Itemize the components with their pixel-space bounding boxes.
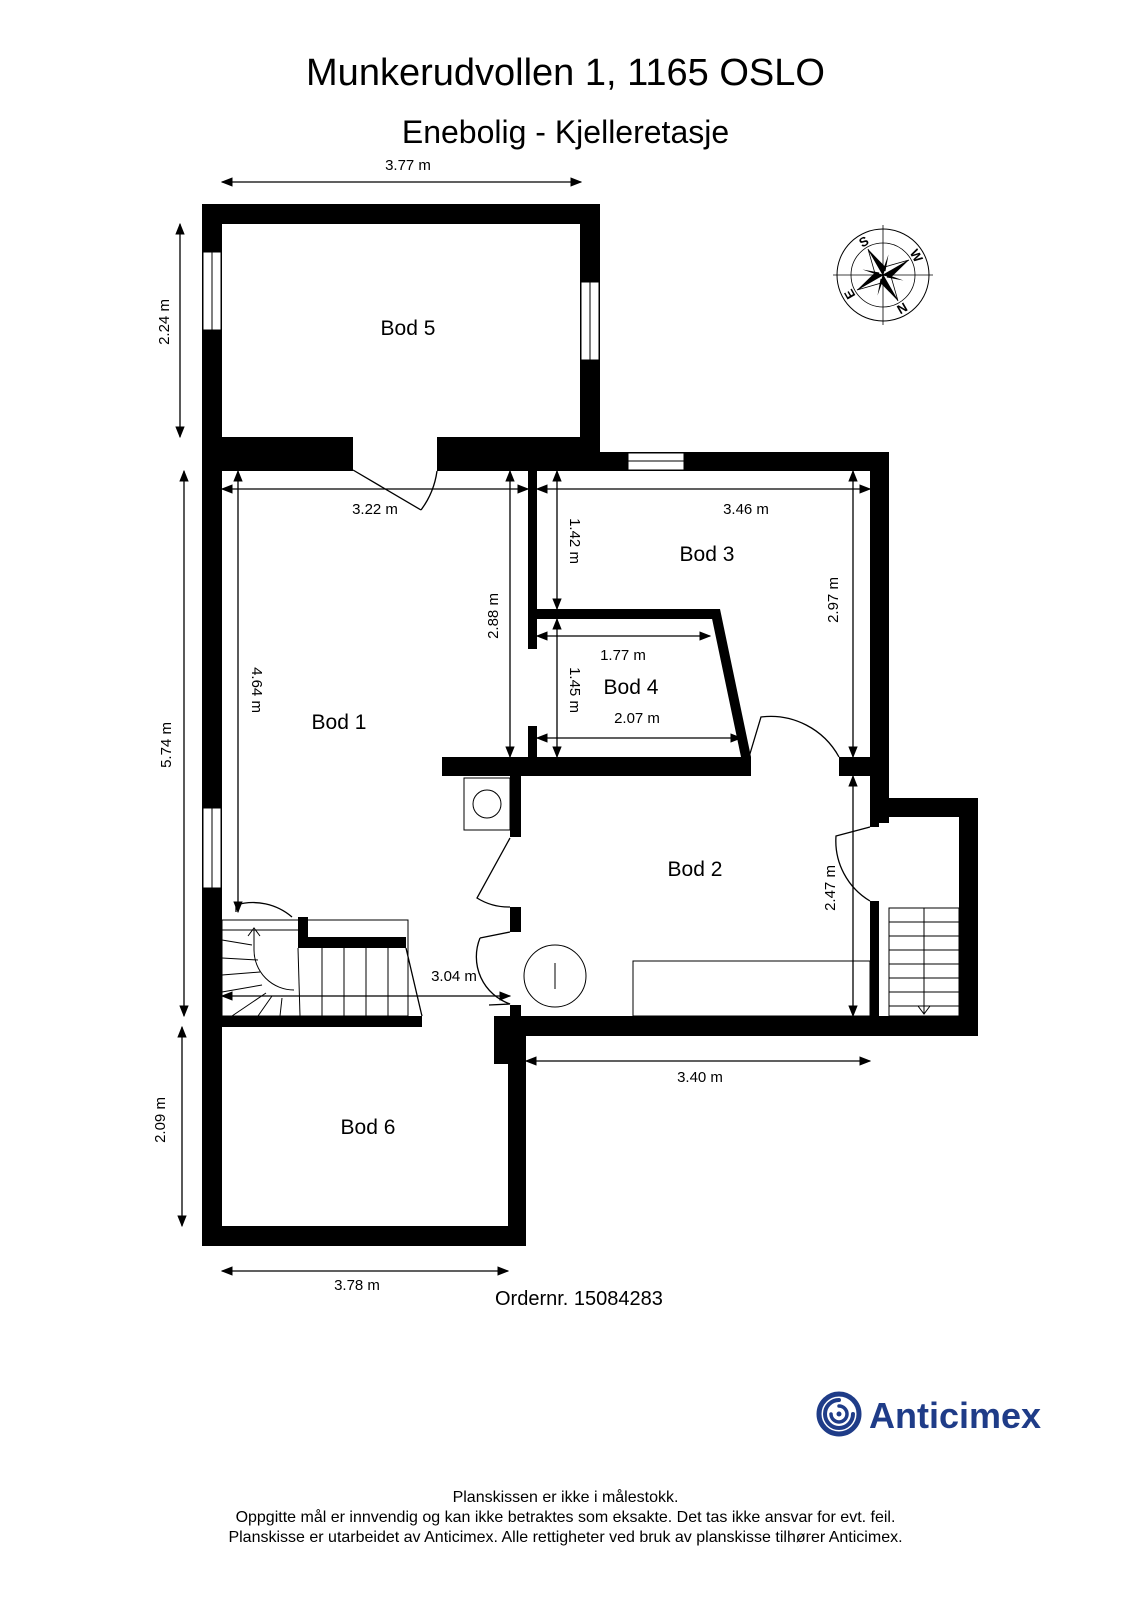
door-hall: [405, 947, 423, 1017]
dim-hall-width: 3.04 m: [431, 968, 477, 985]
room-label-bod2: Bod 2: [668, 858, 723, 881]
wall-bod6-bottom: [202, 1226, 526, 1246]
room-label-bod5: Bod 5: [381, 317, 436, 340]
dim-bod3-depth: 1.42 m: [566, 518, 583, 564]
wall-west: [202, 204, 222, 1246]
wall-south-east: [500, 1016, 978, 1036]
room-label-bod3: Bod 3: [680, 543, 735, 566]
disclaimer-line-2: Oppgitte mål er innvendig og kan ikke be…: [235, 1509, 896, 1526]
compass-letter-e: E: [841, 286, 858, 301]
wall-east-stub: [870, 798, 978, 817]
wall-east-upper: [870, 452, 889, 823]
dim-bod6-width: 3.78 m: [334, 1277, 380, 1294]
page-subtitle: Enebolig - Kjelleretasje: [401, 114, 730, 150]
page-title: Munkerudvollen 1, 1165 OSLO: [306, 52, 825, 94]
wall-bod5-top: [202, 204, 600, 224]
dim-west-height: 5.74 m: [158, 722, 175, 768]
door-stair-west: [235, 901, 293, 918]
disclaimer-line-1: Planskissen er ikke i målestokk.: [452, 1489, 679, 1506]
dim-bod3-height: 2.97 m: [825, 577, 842, 623]
dim-bod4-top: 1.77 m: [600, 647, 646, 664]
room-label-bod6: Bod 6: [341, 1116, 396, 1139]
compass-rose: S W N E: [833, 225, 933, 325]
fixture-bench: [632, 960, 871, 1017]
dim-bod5-height: 2.24 m: [156, 299, 173, 345]
wall-bod1-bod2: [442, 757, 751, 776]
room-labels: Bod 5 Bod 1 Bod 3 Bod 4 Bod 2 Bod 6: [312, 317, 735, 1139]
dimension-lines: [175, 177, 872, 1276]
wall-bod1-bod3-lower: [528, 726, 537, 757]
wall-bod2-stair-b: [870, 901, 879, 1036]
dimension-labels: 3.77 m 2.24 m 5.74 m 2.09 m 3.78 m 3.22 …: [152, 157, 842, 1294]
dim-bod1-height: 4.64 m: [248, 667, 265, 713]
wall-bod5-bottom-left: [202, 437, 353, 471]
room-label-bod1: Bod 1: [312, 711, 367, 734]
wall-bod1-bod6: [202, 1016, 422, 1027]
disclaimer-line-3: Planskisse er utarbeidet av Anticimex. A…: [228, 1529, 903, 1546]
wall-bod2-west-b: [510, 907, 521, 932]
compass-letter-n: N: [894, 299, 910, 317]
dim-bod4-bottom: 2.07 m: [614, 710, 660, 727]
order-number: Ordernr. 15084283: [495, 1288, 663, 1310]
dim-bod3-width: 3.46 m: [723, 501, 769, 518]
wall-stair-inner-b: [298, 937, 406, 948]
dim-bod6-height: 2.09 m: [152, 1097, 169, 1143]
wall-bod6-east: [508, 1027, 526, 1246]
wall-bod5-bottom-right: [437, 437, 600, 471]
disclaimer: Planskissen er ikke i målestokk. Oppgitt…: [0, 1488, 1131, 1548]
compass-letter-s: S: [856, 233, 871, 250]
brand-name: Anticimex: [869, 1395, 1041, 1436]
room-label-bod4: Bod 4: [604, 676, 659, 699]
wall-bod1-bod3: [528, 471, 537, 649]
door-bod2-west-upper: [476, 837, 511, 908]
wall-bod2-east-top: [839, 757, 889, 776]
door-bod4: [748, 715, 840, 758]
door-bod2-west-lower: [475, 931, 511, 1006]
compass-letter-w: W: [907, 247, 926, 266]
wall-bod2-west-a: [510, 776, 521, 837]
wall-bod2-stair-a: [870, 817, 879, 827]
wall-bod4-diag: [710, 609, 751, 757]
wall-stair-inner-a: [298, 917, 308, 942]
windows: [202, 251, 685, 889]
fixture-tank: [523, 944, 587, 1008]
dim-bod2-height: 2.47 m: [822, 865, 839, 911]
dim-bod1-inner: 2.88 m: [485, 593, 502, 639]
wall-stair-east: [959, 798, 978, 1036]
door-stair-east: [835, 826, 871, 902]
stairs-right: [888, 907, 960, 1017]
dim-bod1-width: 3.22 m: [352, 501, 398, 518]
dim-bod5-width: 3.77 m: [385, 157, 431, 174]
fixture-boiler: [463, 777, 511, 831]
wall-bod4-top: [537, 609, 717, 619]
dim-bod2-width: 3.40 m: [677, 1069, 723, 1086]
anticimex-logo: Anticimex: [816, 1391, 1041, 1437]
anticimex-swirl-icon: [816, 1391, 862, 1437]
fixtures: [463, 777, 871, 1017]
stairs-left: [221, 919, 409, 1017]
dim-bod4-height: 1.45 m: [566, 667, 583, 713]
doors: [235, 469, 871, 1017]
